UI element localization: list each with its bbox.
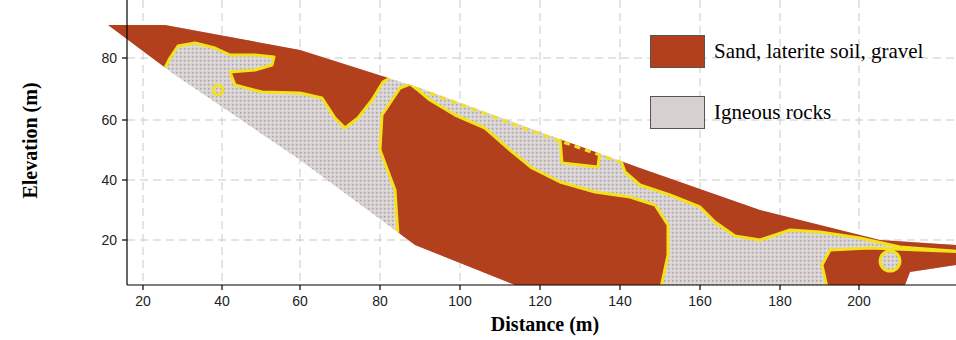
legend-label: Igneous rocks	[714, 100, 831, 125]
tick-label: 80	[101, 50, 117, 66]
tick-label: 140	[608, 293, 631, 309]
legend-label: Sand, laterite soil, gravel	[714, 39, 923, 64]
tick-label: 60	[101, 112, 117, 128]
tick-label: 200	[847, 293, 870, 309]
tick-label: 180	[768, 293, 791, 309]
tick-label: 20	[101, 232, 117, 248]
tick-label: 100	[448, 293, 471, 309]
tick-label: 40	[214, 293, 230, 309]
legend-swatch	[650, 35, 705, 68]
igneous-pocket	[880, 251, 900, 271]
tick-label: 80	[372, 293, 388, 309]
tick-label: 120	[528, 293, 551, 309]
sand-layer	[620, 158, 956, 252]
axes	[122, 0, 956, 290]
sand-layer	[100, 15, 425, 128]
axis-title: Elevation (m)	[19, 82, 42, 198]
igneous-pocket	[213, 85, 223, 95]
tick-label: 20	[135, 293, 151, 309]
tick-label: 40	[101, 172, 117, 188]
tick-label: 60	[292, 293, 308, 309]
sand-layer	[380, 84, 668, 292]
legend-swatch	[650, 96, 705, 129]
surface-dashes	[430, 93, 620, 162]
tick-label: 160	[688, 293, 711, 309]
axis-title: Distance (m)	[491, 313, 599, 336]
